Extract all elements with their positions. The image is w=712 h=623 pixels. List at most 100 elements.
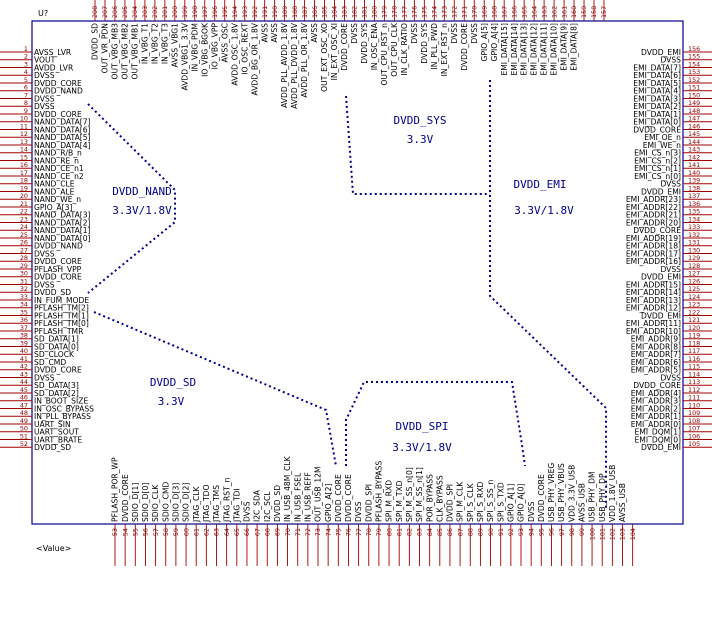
pin-name: EMI_DATA[7] [633,63,681,72]
pin-number: 174 [431,6,439,18]
pin-number: 16 [20,161,28,169]
pin-name: EMI_ADDR[13] [626,296,681,305]
domain-sd-voltage: 3.3V [158,395,185,408]
pin-name: IN_OSC_ENA [370,22,379,70]
pin-name: SD_DATA[1] [34,335,79,344]
pin-number: 22 [20,208,28,216]
pin-name: SD_DATA[2] [34,389,79,398]
pin-name: DVSS [470,23,479,44]
pin-name: UART_BRATE [34,435,82,444]
pin-name: EMI_ADDR[18] [626,242,681,251]
pin-number: 23 [20,215,28,223]
pin-name: EMI_ADDR[17] [626,249,681,258]
pin-number: 194 [231,6,239,18]
pin-name: EMI_OE_n [644,133,681,142]
pin-name: USB_PHY_DP [598,473,607,522]
pin-name: EMI_DATA[0] [633,118,681,127]
pin-name: EMI_CS_n[3] [634,149,681,158]
pin-name: AVSS [310,23,319,43]
pin-number: 38 [20,332,28,340]
pin-number: 145 [688,130,700,138]
pin-number: 202 [151,6,159,18]
pin-number: 95 [538,528,546,536]
pin-name: PFLASH_BYPASS [375,461,384,522]
pin-name: VOUT [34,56,56,65]
pin-name: EMI_DQM[0] [634,435,681,444]
pin-number: 53 [111,528,119,536]
pin-number: 12 [20,130,28,138]
pin-number: 10 [20,115,28,123]
pin-name: IN_USB_FSEL [293,472,302,522]
pin-name: DVSS [34,102,55,111]
pin-name: VDD_1.8V_USB [608,465,617,522]
pin-number: 94 [527,528,535,536]
pin-number: 63 [213,528,221,536]
domain-spi-name: DVDD_SPI [396,420,449,433]
pin-name: IN_VBG_T2 [150,23,159,64]
pin-number: 127 [688,270,700,278]
pin-number: 152 [688,76,700,84]
pin-name: AVDD_VBG1_3.3V [180,22,189,90]
pin-number: 64 [223,528,231,536]
pin-number: 166 [510,6,518,18]
pin-name: EMI_DATA[12] [530,23,539,76]
pin-name: EMI_DATA[13] [520,23,529,76]
pin-name: IN_USB_REFF [303,472,312,522]
pin-number: 51 [20,432,28,440]
pin-number: 188 [291,6,299,18]
pin-number: 56 [142,528,150,536]
pin-number: 137 [688,192,700,200]
pin-name: EMI_CS_n[0] [634,172,681,181]
pin-number: 207 [101,6,109,18]
pin-name: DVDD_SPI [364,484,373,522]
pin-name: AVSS_LVR [34,48,72,57]
pin-name: NAND_DATA[6] [34,125,91,134]
pin-number: 167 [500,6,508,18]
pin-number: 21 [20,200,28,208]
pin-name: DVDD_SD [91,23,100,60]
pin-number: 84 [426,528,434,536]
pin-name: EMI_ADDR[0] [631,420,681,429]
pin-name: AVDD_LVR [34,63,74,72]
pin-name: DVDD_NAND [34,87,83,96]
pin-number: 199 [181,6,189,18]
pin-number: 43 [20,370,28,378]
domain-sys-name: DVDD_SYS [394,114,447,127]
pin-number: 40 [20,347,28,355]
component-body [31,20,684,525]
pin-name: DVDD_SYS [360,23,369,64]
pin-name: SDIO_D[3] [172,483,181,522]
pin-name: EMI_DATA[9] [560,23,569,71]
pin-number: 111 [688,394,700,402]
pin-name: IN_PLL_BYPASS [34,412,91,421]
pin-number: 109 [688,409,700,417]
pin-name: EMI_DATA[10] [550,23,559,76]
pin-number: 60 [182,528,190,536]
pin-number: 70 [284,528,292,536]
pin-name: DVSS [34,71,55,80]
pin-name: DVSS [354,501,363,522]
pin-name: DVDD_CORE [121,474,130,522]
pin-number: 6 [24,84,28,92]
pin-name: AVDD_PLL_AVDD_1.8V [280,22,289,108]
pin-number: 149 [688,99,700,107]
pin-number: 39 [20,339,28,347]
pin-number: 118 [688,339,700,347]
pin-name: EMI_ADDR[11] [626,319,681,328]
pin-name: AVSS_USB [618,483,627,522]
pin-number: 19 [20,184,28,192]
pin-number: 59 [172,528,180,536]
pin-name: IN_PLL_PWD [430,23,439,70]
pin-name: DVDD_CORE [34,79,82,88]
pin-number: 198 [191,6,199,18]
pin-name: UART_SOUT [34,428,79,437]
pin-number: 47 [20,401,28,409]
pin-name: EMI_DATA[1] [633,110,681,119]
pin-number: 66 [243,528,251,536]
pin-number: 186 [311,6,319,18]
pin-name: EMI_ADDR[5] [631,366,681,375]
pin-number: 134 [688,215,700,223]
pin-number: 196 [211,6,219,18]
pin-number: 117 [688,347,700,355]
